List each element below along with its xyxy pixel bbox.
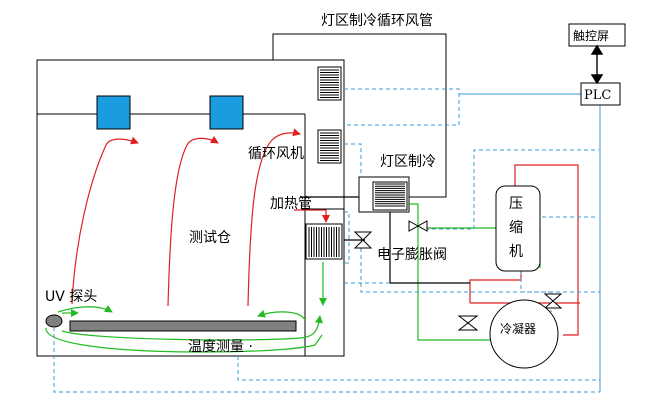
- sample-plate: [69, 320, 297, 332]
- lamp-cooling-label: 灯区制冷: [380, 154, 436, 170]
- expansion-valve-label: 电子膨胀阀: [377, 246, 447, 263]
- solenoid-valve-lower: [457, 315, 479, 331]
- control-signal-lines: [53, 88, 600, 393]
- plc-solid-lines: [459, 93, 601, 392]
- top-fan-grille: [317, 66, 342, 101]
- uv-lamp-right: [209, 95, 244, 130]
- uv-lamp-left: [96, 95, 131, 130]
- duct-title-label: 灯区制冷循环风管: [321, 13, 433, 29]
- solenoid-valve-upper: [408, 220, 428, 232]
- plc-label: PLC: [584, 88, 611, 103]
- lamp-cooling-evaporator: [358, 176, 410, 213]
- condenser: [489, 299, 559, 369]
- heater-label: 加热管: [270, 196, 312, 212]
- fan-label: 循环风机: [248, 146, 304, 162]
- plc-box: [580, 82, 621, 106]
- uv-probe-sensor: [45, 314, 63, 328]
- heater-coil: [305, 223, 343, 260]
- compressor: [495, 185, 541, 272]
- uv-probe-label: UV 探头: [45, 289, 97, 305]
- airflow-up-arrows: [71, 128, 330, 307]
- touchscreen-label: 触控屏: [573, 29, 609, 43]
- airflow-return-arrows: [45, 262, 327, 353]
- chamber-label: 测试仓: [189, 230, 231, 246]
- compressor-label-2: 缩: [509, 220, 523, 236]
- temp-measure-label: 温度测量 ·: [188, 339, 253, 355]
- cooling-duct: [272, 33, 447, 198]
- solenoid-valve-right: [543, 293, 563, 309]
- compressor-label-1: 压: [509, 196, 523, 212]
- compressor-label-3: 机: [509, 244, 523, 260]
- circulation-fan-grille: [317, 129, 342, 164]
- electronic-expansion-valve: [353, 231, 373, 249]
- condenser-label: 冷凝器: [500, 321, 536, 336]
- comm-arrow: [590, 44, 604, 85]
- chamber-outer-wall: [36, 59, 345, 357]
